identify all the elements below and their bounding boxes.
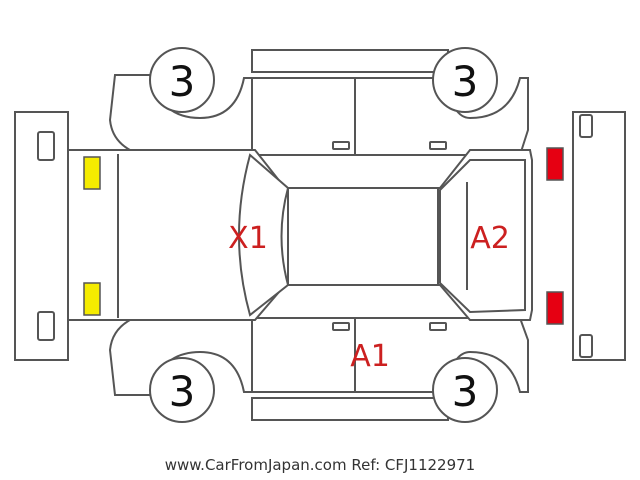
tire-rear-right: 3 xyxy=(432,357,498,423)
tire-rear-left-grade: 3 xyxy=(452,57,479,106)
tire-rear-right-grade: 3 xyxy=(452,367,479,416)
tire-front-right: 3 xyxy=(149,357,215,423)
front-right-light xyxy=(83,282,101,316)
front-bumper xyxy=(14,111,69,361)
damage-mark-a2: A2 xyxy=(470,221,510,256)
tire-rear-left: 3 xyxy=(432,47,498,113)
tire-front-left-grade: 3 xyxy=(169,57,196,106)
left-side-body xyxy=(108,49,529,156)
damage-mark-a1: A1 xyxy=(350,339,390,374)
damage-mark-x1: X1 xyxy=(228,221,268,256)
top-view-body xyxy=(67,149,533,321)
rear-right-light xyxy=(546,291,564,325)
rear-bumper xyxy=(572,111,626,361)
right-side-body xyxy=(108,317,529,421)
rear-left-light xyxy=(546,147,564,181)
front-left-light xyxy=(83,156,101,190)
reference-footer: www.CarFromJapan.com Ref: CFJ1122971 xyxy=(164,456,476,474)
tire-front-left: 3 xyxy=(149,47,215,113)
tire-front-right-grade: 3 xyxy=(169,367,196,416)
